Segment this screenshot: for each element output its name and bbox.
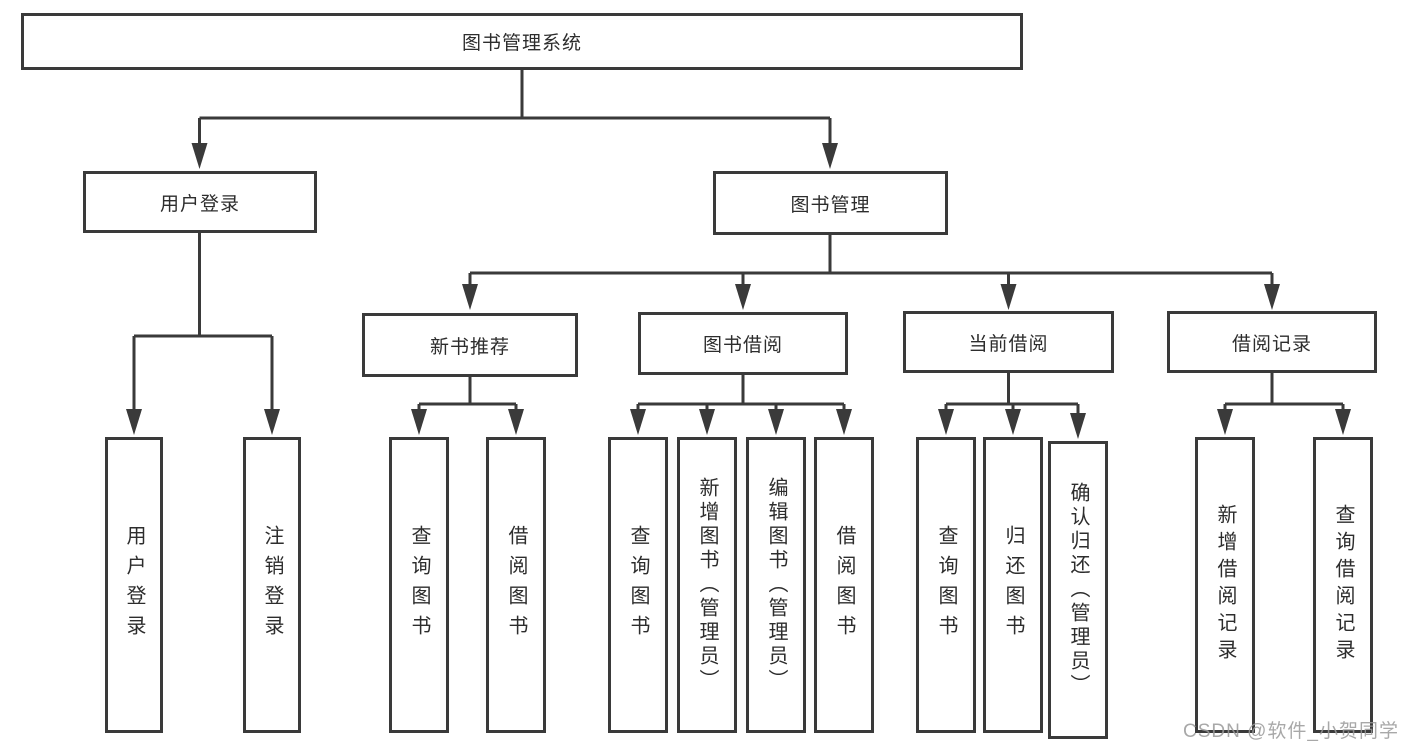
arrowhead: [699, 409, 715, 435]
leaf-borrow-books-label: 借阅图书: [833, 525, 855, 645]
leaf-return-books-label: 归还图书: [1002, 525, 1024, 645]
arrowhead: [191, 143, 208, 169]
arrowhead: [735, 284, 751, 310]
leaf-query-borrow-record-label: 查询借阅记录: [1332, 504, 1354, 666]
leaf-add-borrow-record-label: 新增借阅记录: [1214, 504, 1236, 666]
leaf-add-books-admin: 新增图书（管理员）: [677, 437, 737, 733]
arrowhead: [1000, 284, 1017, 310]
leaf-confirm-return-admin-label: 确认归还（管理员）: [1067, 482, 1089, 698]
leaf-confirm-return-admin: 确认归还（管理员）: [1048, 441, 1108, 739]
leaf-query-books-recommend-label: 查询图书: [408, 525, 430, 645]
node-borrow-records: 借阅记录: [1167, 311, 1377, 373]
node-user-login-label: 用户登录: [159, 193, 240, 215]
leaf-borrow-books-recommend: 借阅图书: [486, 437, 546, 733]
node-new-book-recommend-label: 新书推荐: [429, 336, 510, 358]
node-new-book-recommend: 新书推荐: [362, 313, 578, 377]
node-book-borrow-label: 图书借阅: [702, 335, 783, 356]
leaf-add-books-admin-label: 新增图书（管理员）: [696, 477, 718, 693]
arrowhead: [508, 409, 524, 435]
arrowhead: [836, 409, 852, 435]
node-borrow-records-label: 借阅记录: [1231, 333, 1312, 355]
leaf-user-login-label: 用户登录: [123, 525, 145, 645]
arrowhead: [1335, 409, 1351, 435]
connector-book-management-group: [462, 235, 1280, 310]
leaf-query-books-borrow-label: 查询图书: [627, 525, 649, 645]
leaf-borrow-books: 借阅图书: [814, 437, 874, 733]
node-book-management: 图书管理: [713, 171, 948, 235]
csdn-watermark: CSDN @软件_小贺同学: [1183, 721, 1399, 742]
leaf-query-borrow-record: 查询借阅记录: [1313, 437, 1373, 733]
leaf-query-books-recommend: 查询图书: [389, 437, 449, 733]
leaf-user-login: 用户登录: [105, 437, 163, 733]
connector-book-borrow-group: [630, 375, 852, 435]
connector-new-book-group: [411, 377, 524, 435]
node-book-borrow: 图书借阅: [638, 312, 848, 375]
connector-current-borrow-group: [938, 373, 1086, 439]
arrowhead: [462, 284, 478, 310]
arrowhead: [264, 409, 280, 435]
leaf-logout-label: 注销登录: [261, 525, 283, 645]
arrowhead: [1070, 413, 1086, 439]
node-library-system: 图书管理系统: [21, 13, 1023, 70]
node-user-login: 用户登录: [83, 171, 317, 233]
node-library-system-label: 图书管理系统: [461, 33, 582, 54]
connector-user-login-group: [126, 233, 280, 435]
leaf-query-books-current-label: 查询图书: [935, 525, 957, 645]
arrowhead: [126, 409, 142, 435]
leaf-query-books-borrow: 查询图书: [608, 437, 668, 733]
node-book-management-label: 图书管理: [790, 194, 871, 216]
connector-root-to-level2: [191, 69, 838, 169]
connector-borrow-records-group: [1217, 373, 1351, 435]
leaf-logout: 注销登录: [243, 437, 301, 733]
arrowhead: [411, 409, 427, 435]
leaf-edit-books-admin: 编辑图书（管理员）: [746, 437, 806, 733]
arrowhead: [768, 409, 784, 435]
arrowhead: [1264, 284, 1280, 310]
node-current-borrow: 当前借阅: [903, 311, 1114, 373]
leaf-query-books-current: 查询图书: [916, 437, 976, 733]
leaf-edit-books-admin-label: 编辑图书（管理员）: [765, 477, 787, 693]
arrowhead: [1005, 409, 1021, 435]
arrowhead: [1217, 409, 1233, 435]
node-current-borrow-label: 当前借阅: [968, 333, 1049, 355]
arrowhead: [630, 409, 646, 435]
arrowhead: [822, 143, 838, 169]
leaf-return-books: 归还图书: [983, 437, 1043, 733]
arrowhead: [938, 409, 954, 435]
leaf-borrow-books-recommend-label: 借阅图书: [505, 525, 527, 645]
leaf-add-borrow-record: 新增借阅记录: [1195, 437, 1255, 733]
